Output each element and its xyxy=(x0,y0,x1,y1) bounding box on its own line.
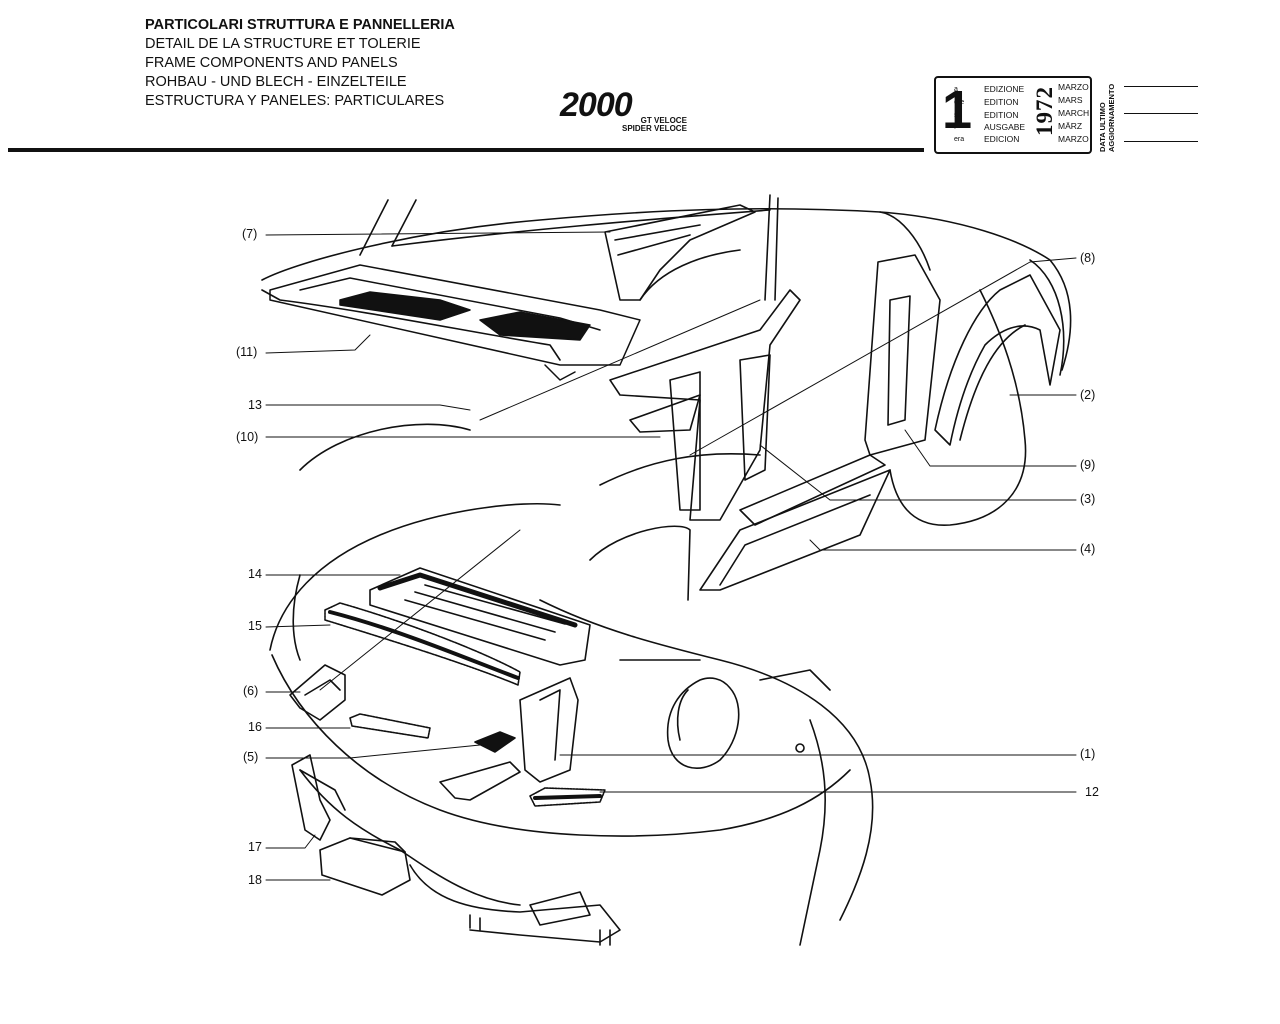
edition-word: AUSGABE xyxy=(984,122,1026,132)
callout-18: 18 xyxy=(248,873,262,887)
callout-14: 14 xyxy=(248,567,262,581)
callout-12: 12 xyxy=(1085,785,1099,799)
edition-month: MARZO xyxy=(1058,134,1089,144)
callout-5: (5) xyxy=(243,750,259,764)
rear-pillar-and-wheelarch xyxy=(864,254,1061,456)
door-pillar xyxy=(609,289,801,521)
callout-3: (3) xyxy=(1080,492,1096,506)
edition-word: EDITION xyxy=(984,97,1019,107)
edition-month: MARZO xyxy=(1058,82,1089,92)
front-pillar-1 xyxy=(519,677,579,783)
callout-11: (11) xyxy=(236,345,258,359)
edition-word: EDICION xyxy=(984,134,1020,144)
edition-suffix: st xyxy=(954,112,960,119)
model-logo: 2000 xyxy=(560,86,633,124)
edition-word: EDITION xyxy=(984,110,1019,120)
update-line xyxy=(1124,141,1198,142)
body-side-lines xyxy=(299,423,761,601)
strip-16 xyxy=(349,713,431,739)
radiator-panel xyxy=(369,567,591,666)
edition-box: 1 a ere st . era EDIZIONE EDITION EDITIO… xyxy=(934,76,1092,154)
lower-front-structure xyxy=(291,754,621,946)
edition-number: 1 xyxy=(942,80,973,140)
callout-17: 17 xyxy=(248,840,262,854)
update-line xyxy=(1124,86,1198,87)
title-german: ROHBAU - UND BLECH - EINZELTEILE xyxy=(145,74,407,90)
title-french: DETAIL DE LA STRUCTURE ET TOLERIE xyxy=(145,36,421,52)
leader-lines xyxy=(265,231,1077,881)
bracket-6 xyxy=(289,664,346,721)
callout-6: (6) xyxy=(243,684,259,698)
variant-gt-veloce: GT VELOCE xyxy=(640,116,687,125)
sill-panels xyxy=(699,454,891,591)
callout-4: (4) xyxy=(1080,542,1096,556)
callout-8: (8) xyxy=(1080,251,1096,265)
edition-suffix: era xyxy=(954,136,965,143)
title-english: FRAME COMPONENTS AND PANELS xyxy=(145,55,398,71)
variant-spider-veloce: SPIDER VELOCE xyxy=(622,124,687,133)
bracket-5 xyxy=(439,731,521,801)
edition-month: MARCH xyxy=(1058,108,1090,118)
header-rule xyxy=(8,148,924,152)
callout-16: 16 xyxy=(248,720,262,734)
callout-9: (9) xyxy=(1080,458,1096,472)
title-block: PARTICOLARI STRUTTURA E PANNELLERIA DETA… xyxy=(145,16,455,111)
edition-suffix: a xyxy=(954,86,958,93)
plate-12 xyxy=(529,787,606,807)
callout-2: (2) xyxy=(1080,388,1096,402)
edition-suffix: ere xyxy=(954,99,965,106)
front-panel-strip xyxy=(324,602,521,686)
model-variants: GT VELOCE SPIDER VELOCE xyxy=(622,117,687,133)
callout-10: (10) xyxy=(236,430,259,444)
rear-body-outline xyxy=(261,194,1072,526)
callout-13: 13 xyxy=(248,398,262,412)
windscreen-pillar xyxy=(604,204,756,301)
callout-15: 15 xyxy=(248,619,262,633)
callout-7: (7) xyxy=(242,227,258,241)
front-body-outline xyxy=(269,502,874,946)
edition-month: MARS xyxy=(1058,95,1083,105)
edition-word: EDIZIONE xyxy=(984,84,1025,94)
update-line xyxy=(1124,113,1198,114)
edition-suffix: . xyxy=(954,124,956,131)
edition-month: MÄRZ xyxy=(1058,121,1083,131)
title-italian: PARTICOLARI STRUTTURA E PANNELLERIA xyxy=(145,17,455,33)
title-spanish: ESTRUCTURA Y PANELES: PARTICULARES xyxy=(145,93,445,109)
callout-1: (1) xyxy=(1080,747,1096,761)
cowl-panel xyxy=(269,264,641,381)
